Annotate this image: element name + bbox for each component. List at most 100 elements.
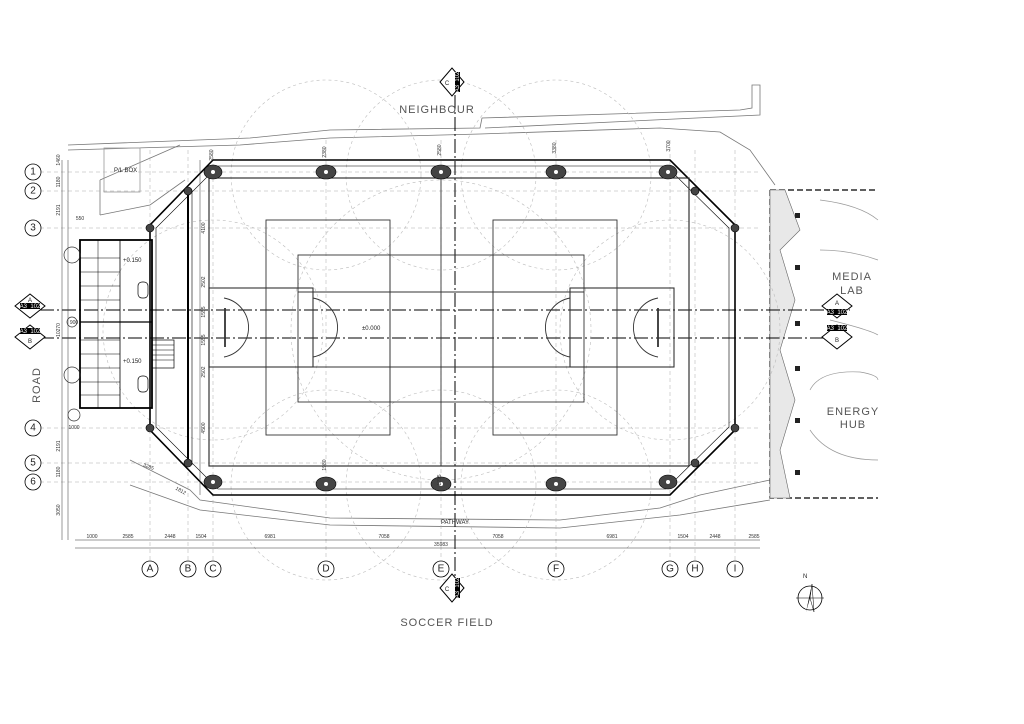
- grid-lines: [40, 140, 760, 560]
- section-cut-lines: [40, 95, 850, 585]
- dim-bottom-6: 7058: [492, 534, 503, 540]
- lower-level-label: +0.150: [123, 359, 142, 365]
- fixture-highlights: [211, 170, 670, 486]
- energy-hub-label-2: HUB: [840, 419, 866, 431]
- dim-bottom-4: 6981: [264, 534, 275, 540]
- dim-left-2: 2191: [56, 204, 62, 215]
- dim-left-1: 1180: [56, 176, 62, 187]
- dim-top-3: 3380: [552, 142, 558, 153]
- dim-top-1: 2380: [322, 146, 328, 157]
- dim-total: 35983: [434, 542, 448, 548]
- row-grid-markers: [24, 163, 42, 491]
- section-marker-right-b: A3_102 B: [821, 324, 853, 350]
- section-a-letter-left: A: [28, 298, 32, 304]
- energy-hub-label-1: ENERGY: [827, 406, 879, 418]
- amenity-block: [79, 239, 175, 409]
- dim-misc-4: 1000: [68, 425, 79, 431]
- section-c-letter-bottom: C: [445, 587, 450, 593]
- dim-left-3: 10270: [56, 323, 62, 337]
- grid-col-e: E: [438, 564, 445, 575]
- misc-dimensions: 550 3285 1812 900 1000 1980 1275: [68, 216, 443, 497]
- dim-bottom-0: 1000: [86, 534, 97, 540]
- dim-bottom-8: 1504: [677, 534, 688, 540]
- north-label: N: [803, 574, 807, 580]
- dim-bottom-2: 2448: [164, 534, 175, 540]
- section-b-ref-left: A3_102: [20, 329, 41, 335]
- dim-bottom-1: 2585: [122, 534, 133, 540]
- grid-col-d: D: [322, 564, 329, 575]
- section-marker-left-a: A A3_102: [14, 293, 46, 319]
- bottom-dimensions: 1000 2585 2448 1504 6981 7058 7058 6981 …: [86, 534, 759, 548]
- dim-inner-2: 1555: [201, 306, 207, 317]
- dim-bottom-5: 7058: [378, 534, 389, 540]
- section-c-ref-bottom: A3_102: [455, 577, 461, 598]
- section-a-ref-right: A3_102: [827, 310, 848, 316]
- dim-misc-1: 3285: [142, 462, 155, 472]
- top-dimensions: 2580 2380 2580 3380 3700: [209, 140, 672, 160]
- dim-left-4: 2191: [56, 440, 62, 451]
- dim-misc-5: 1980: [322, 459, 328, 470]
- grid-row-6: 6: [30, 477, 36, 488]
- section-b-ref-right: A3_102: [827, 326, 848, 332]
- dim-misc-3: 900: [70, 320, 79, 326]
- site-boundary: [67, 84, 776, 529]
- section-marker-left-b: A3_102 B: [14, 324, 46, 350]
- section-c-ref-top: A3_102: [455, 71, 461, 92]
- section-a-letter-right: A: [835, 301, 839, 307]
- dim-bottom-7: 6981: [606, 534, 617, 540]
- section-b-letter-right: B: [835, 338, 839, 344]
- dim-inner-5: 4500: [201, 422, 207, 433]
- dim-inner-0: 4100: [201, 222, 207, 233]
- pl-box-label: P/L BOX: [114, 168, 137, 174]
- light-fixtures: [145, 164, 740, 492]
- adjacent-buildings-outline: [769, 189, 879, 499]
- dim-bottom-10: 2585: [748, 534, 759, 540]
- media-lab-label-1: MEDIA: [832, 271, 872, 283]
- road-label: ROAD: [31, 367, 43, 403]
- grid-row-5: 5: [30, 458, 36, 469]
- grid-row-4: 4: [30, 423, 36, 434]
- soccer-field-label: SOCCER FIELD: [400, 617, 493, 629]
- neighbour-label: NEIGHBOUR: [399, 104, 475, 116]
- court-level-label: ±0.000: [362, 326, 381, 332]
- grid-row-3: 3: [30, 223, 36, 234]
- media-lab-label-2: LAB: [840, 285, 864, 297]
- row-grid-labels: 1 2 3 4 5 6: [30, 167, 36, 488]
- dim-inner-4: 2502: [201, 366, 207, 377]
- left-dimensions: 1460 1180 2191 10270 2191 1180 3050: [56, 154, 62, 515]
- dim-bottom-9: 2448: [709, 534, 720, 540]
- inner-left-dimensions: 4100 2502 1555 1555 2502 4500: [201, 222, 207, 433]
- column-grid-labels: A B C D E F G H I: [147, 564, 737, 575]
- plants: [63, 246, 81, 422]
- section-a-ref-left: A3_102: [20, 304, 41, 310]
- north-arrow-icon: N: [796, 574, 824, 613]
- grid-col-i: I: [734, 564, 737, 575]
- court-markings: [208, 177, 690, 467]
- dim-misc-2: 1812: [174, 486, 187, 497]
- column-grid-markers: [141, 560, 744, 578]
- grid-col-f: F: [553, 564, 559, 575]
- grid-row-2: 2: [30, 186, 36, 197]
- dim-misc-6: 1275: [437, 474, 443, 485]
- dim-top-0: 2580: [209, 149, 215, 160]
- dim-left-0: 1460: [56, 154, 62, 165]
- dim-inner-3: 1555: [201, 334, 207, 345]
- dim-left-6: 3050: [56, 504, 62, 515]
- grid-col-c: C: [209, 564, 216, 575]
- dim-left-5: 1180: [56, 466, 62, 477]
- section-marker-top-c: C A3_102: [439, 67, 465, 97]
- dim-misc-0: 550: [76, 216, 85, 222]
- grid-col-h: H: [691, 564, 698, 575]
- grid-col-g: G: [666, 564, 674, 575]
- dim-bottom-3: 1504: [195, 534, 206, 540]
- section-marker-bottom-c: C A3_102: [439, 573, 465, 603]
- court-building: [149, 159, 736, 496]
- dim-inner-1: 2502: [201, 276, 207, 287]
- dim-top-4: 3700: [666, 140, 672, 151]
- section-marker-right-a: A A3_102: [821, 293, 853, 319]
- grid-col-a: A: [147, 564, 154, 575]
- dim-top-2: 2580: [437, 144, 443, 155]
- section-b-letter-left: B: [28, 339, 32, 345]
- grid-col-b: B: [185, 564, 192, 575]
